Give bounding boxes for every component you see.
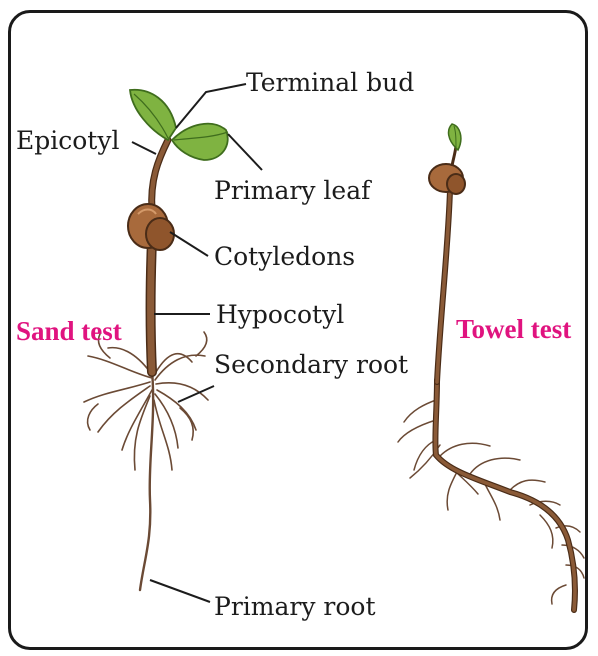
label-cotyledons: Cotyledons [214, 244, 355, 269]
label-towel-test: Towel test [456, 316, 571, 343]
sand-terminal-bud [130, 90, 176, 140]
towel-secondary-roots [398, 400, 584, 604]
leader-primary-root [150, 580, 210, 602]
towel-primary-root [435, 380, 575, 610]
label-secondary-root: Secondary root [214, 352, 408, 377]
leader-cotyledons [170, 232, 208, 256]
label-primary-leaf: Primary leaf [214, 178, 370, 203]
sand-primary-leaf [172, 124, 228, 160]
leader-epicotyl [132, 142, 156, 154]
sand-cotyledons [128, 204, 174, 250]
towel-test-seedling [398, 124, 584, 610]
label-terminal-bud: Terminal bud [246, 70, 414, 95]
label-primary-root: Primary root [214, 594, 376, 619]
label-sand-test: Sand test [16, 318, 122, 345]
leader-primary-leaf [228, 134, 262, 170]
towel-cotyledons [429, 164, 465, 194]
towel-leaves [449, 124, 461, 150]
sand-secondary-roots [84, 332, 208, 470]
label-hypocotyl: Hypocotyl [216, 302, 344, 327]
leader-terminal-bud [176, 84, 246, 128]
label-epicotyl: Epicotyl [16, 128, 119, 153]
